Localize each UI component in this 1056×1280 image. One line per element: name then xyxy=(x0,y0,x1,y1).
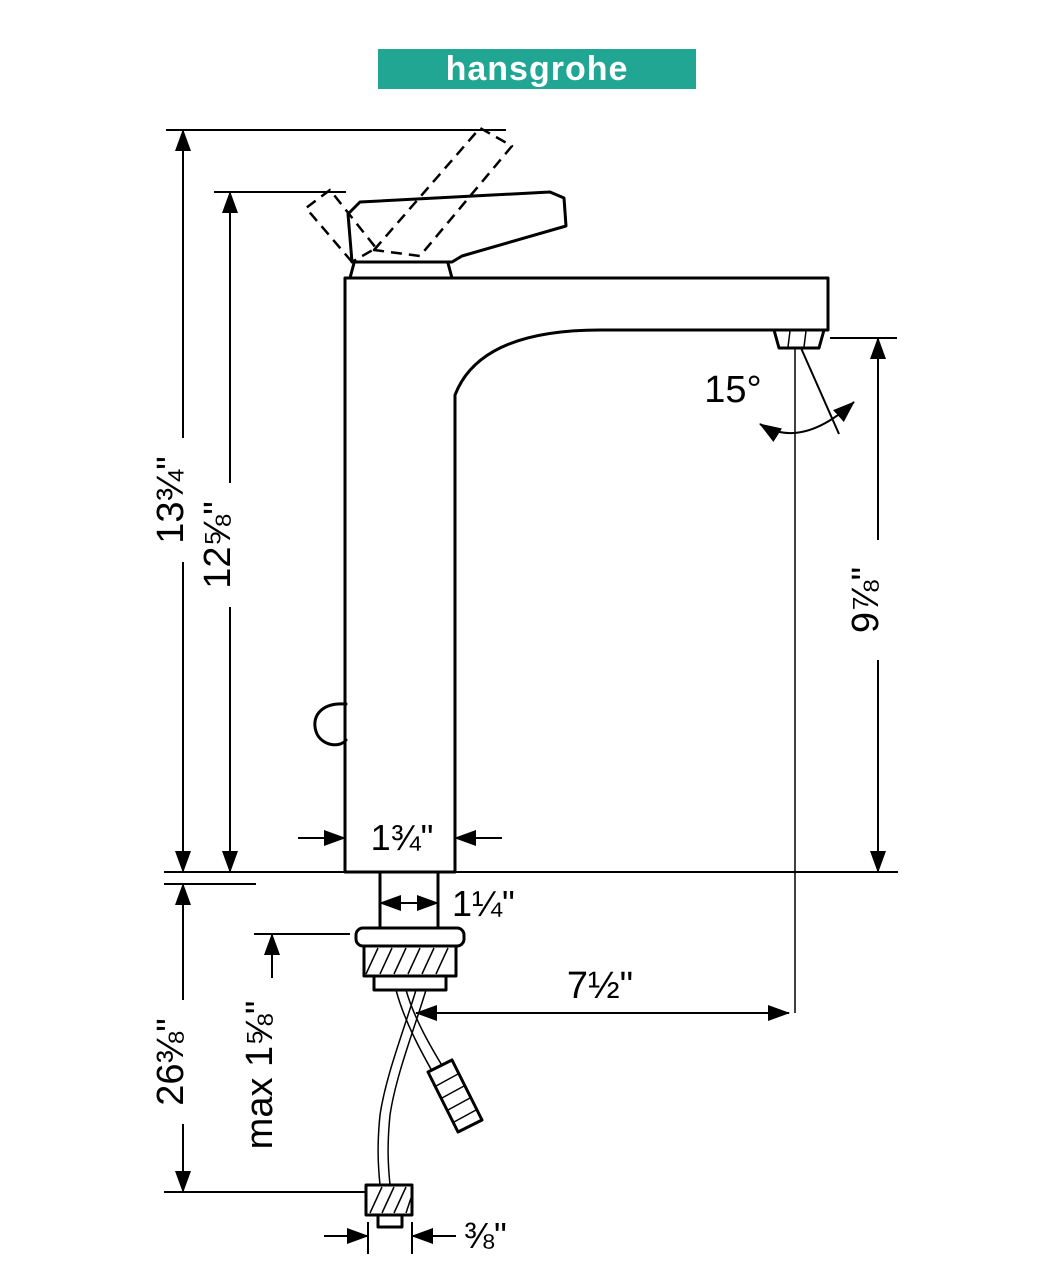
faucet-handle xyxy=(346,190,568,264)
mounting-shank xyxy=(378,870,440,932)
dim-overall-height: 13¾" xyxy=(150,129,506,873)
dimensions: 13¾" 12⅝" 9⅞" 15° 1¾" xyxy=(150,129,899,1256)
brand-logo-text: hansgrohe xyxy=(446,50,629,88)
dim-spout-reach: 7½" xyxy=(415,965,790,1021)
mounting-nut-hatch xyxy=(365,947,449,975)
spout-angle-line xyxy=(800,347,840,435)
mounting-washer xyxy=(354,926,466,948)
mounting-washer-lower xyxy=(372,974,448,992)
spout-outlet xyxy=(772,328,826,350)
dim-max-mounting-thickness: max 1⅝" xyxy=(239,933,350,1172)
dim-hose-connection: ⅜" xyxy=(324,1215,507,1256)
supply-hose-braided xyxy=(395,989,484,1134)
handle-range-dashed-down xyxy=(304,188,378,264)
supply-hose-straight xyxy=(377,989,427,1186)
dim-handle-height: 12⅝" xyxy=(197,191,346,873)
dim-spout-angle: 15° xyxy=(704,347,855,1013)
dim-spout-angle-label: 15° xyxy=(704,369,761,411)
dim-spout-height-label: 9⅞" xyxy=(845,567,887,633)
dim-body-width-label: 1¾" xyxy=(371,817,434,858)
dim-max-mounting-thickness-label: max 1⅝" xyxy=(239,1001,281,1150)
dim-shank-width: 1¼" xyxy=(379,883,515,924)
hose-connector xyxy=(364,1183,414,1229)
dim-overall-with-hoses-label: 26⅜" xyxy=(150,1018,192,1105)
dim-hose-connection-label: ⅜" xyxy=(464,1215,507,1256)
brand-logo: hansgrohe xyxy=(378,49,696,89)
dim-spout-height: 9⅞" xyxy=(830,337,899,873)
dim-spout-reach-label: 7½" xyxy=(567,965,633,1007)
dim-overall-height-label: 13¾" xyxy=(150,456,192,543)
popup-rod-hook xyxy=(313,702,348,747)
dim-overall-with-hoses: 26⅜" xyxy=(150,883,366,1193)
brand-logo-bar xyxy=(378,49,696,89)
mounting-hardware xyxy=(354,926,466,992)
handle-range-dashed-up xyxy=(372,126,514,258)
dim-handle-height-label: 12⅝" xyxy=(197,501,239,588)
dim-shank-width-label: 1¼" xyxy=(452,883,515,924)
dim-body-width: 1¾" xyxy=(298,812,502,858)
faucet-body xyxy=(343,276,830,874)
